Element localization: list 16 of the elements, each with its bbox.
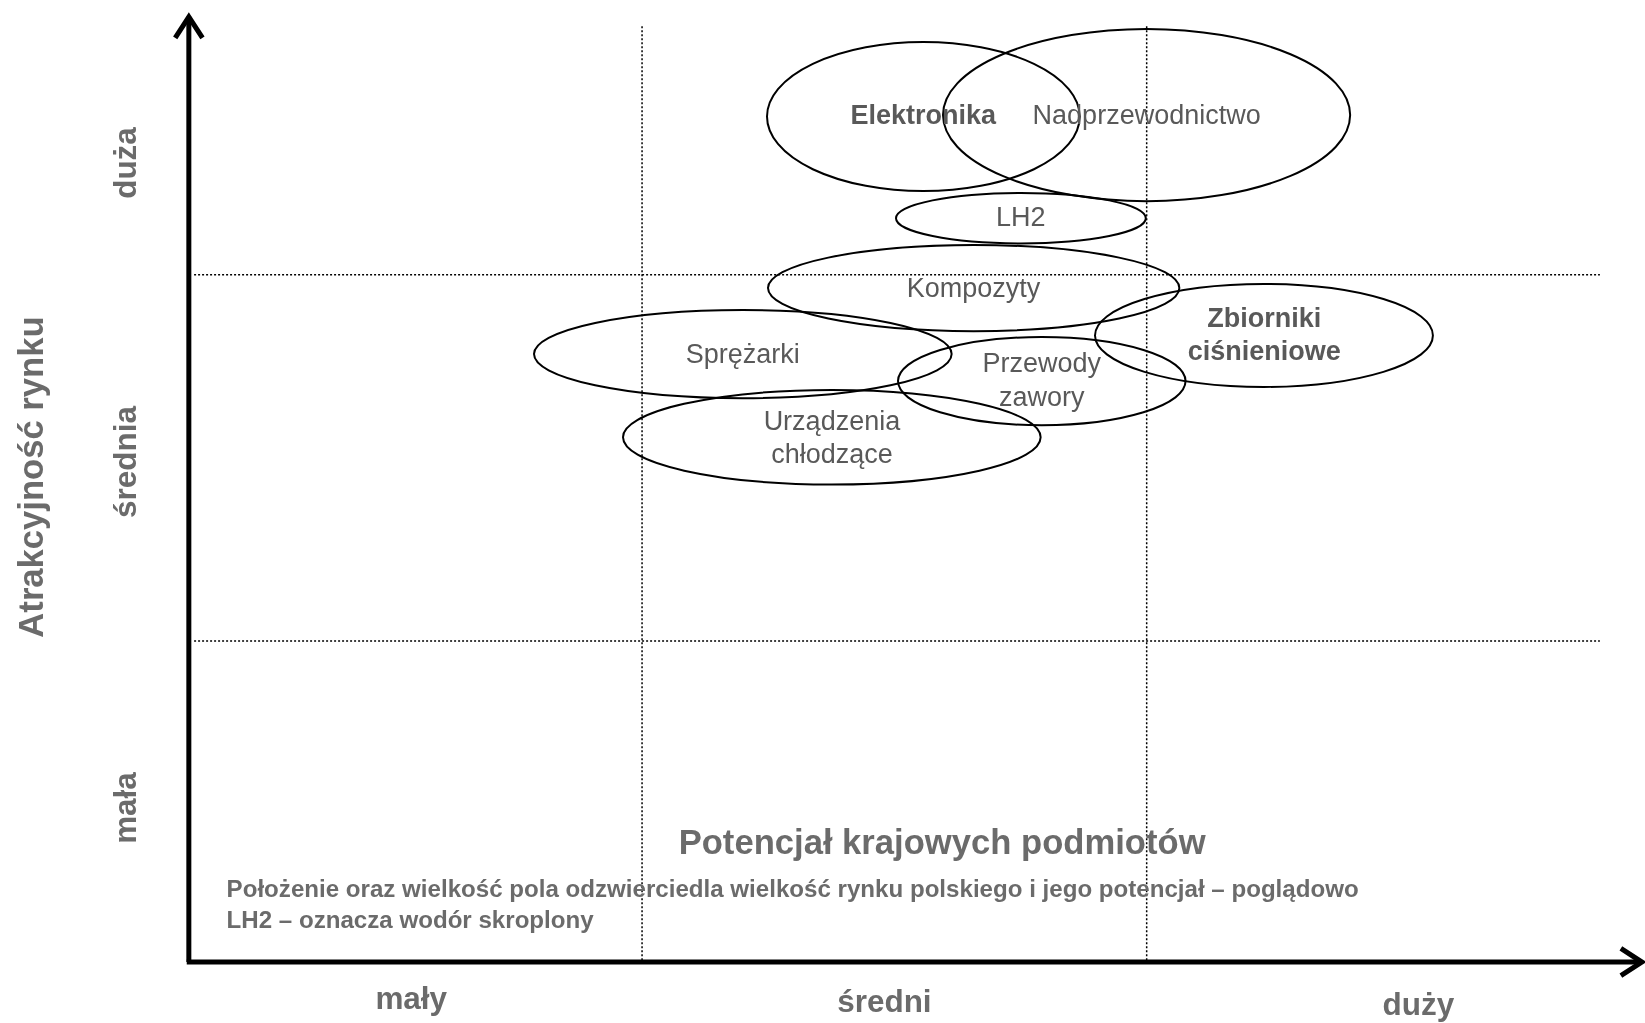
axis-tick-label: średni [837, 983, 932, 1020]
axis-tick-label: duży [1382, 987, 1455, 1023]
note-text: LH2 – oznacza wodór skroplony [226, 906, 594, 935]
category-label: Sprężarki [685, 337, 800, 371]
category-label: LH2 [996, 201, 1046, 235]
category-label: Urządzenia chłodzące [762, 404, 902, 472]
axis-title: Atrakcyjność rynku [11, 316, 51, 638]
category-label: Kompozyty [906, 271, 1041, 305]
note-text: Położenie oraz wielkość pola odzwierciedla wielkość rynku polskiego i jego potencjał – poglądowo [226, 874, 1359, 903]
axis-title: Potencjał krajowych podmiotów [678, 822, 1206, 862]
axis-tick-label: średnia [107, 405, 144, 518]
category-label: Przewody zawory [981, 347, 1102, 414]
axis-tick-label: duża [107, 126, 144, 199]
axis-tick-label: mała [107, 771, 144, 844]
category-label: Zbiorniki ciśnieniowe [1186, 301, 1342, 369]
axis-tick-label: mały [375, 980, 448, 1017]
